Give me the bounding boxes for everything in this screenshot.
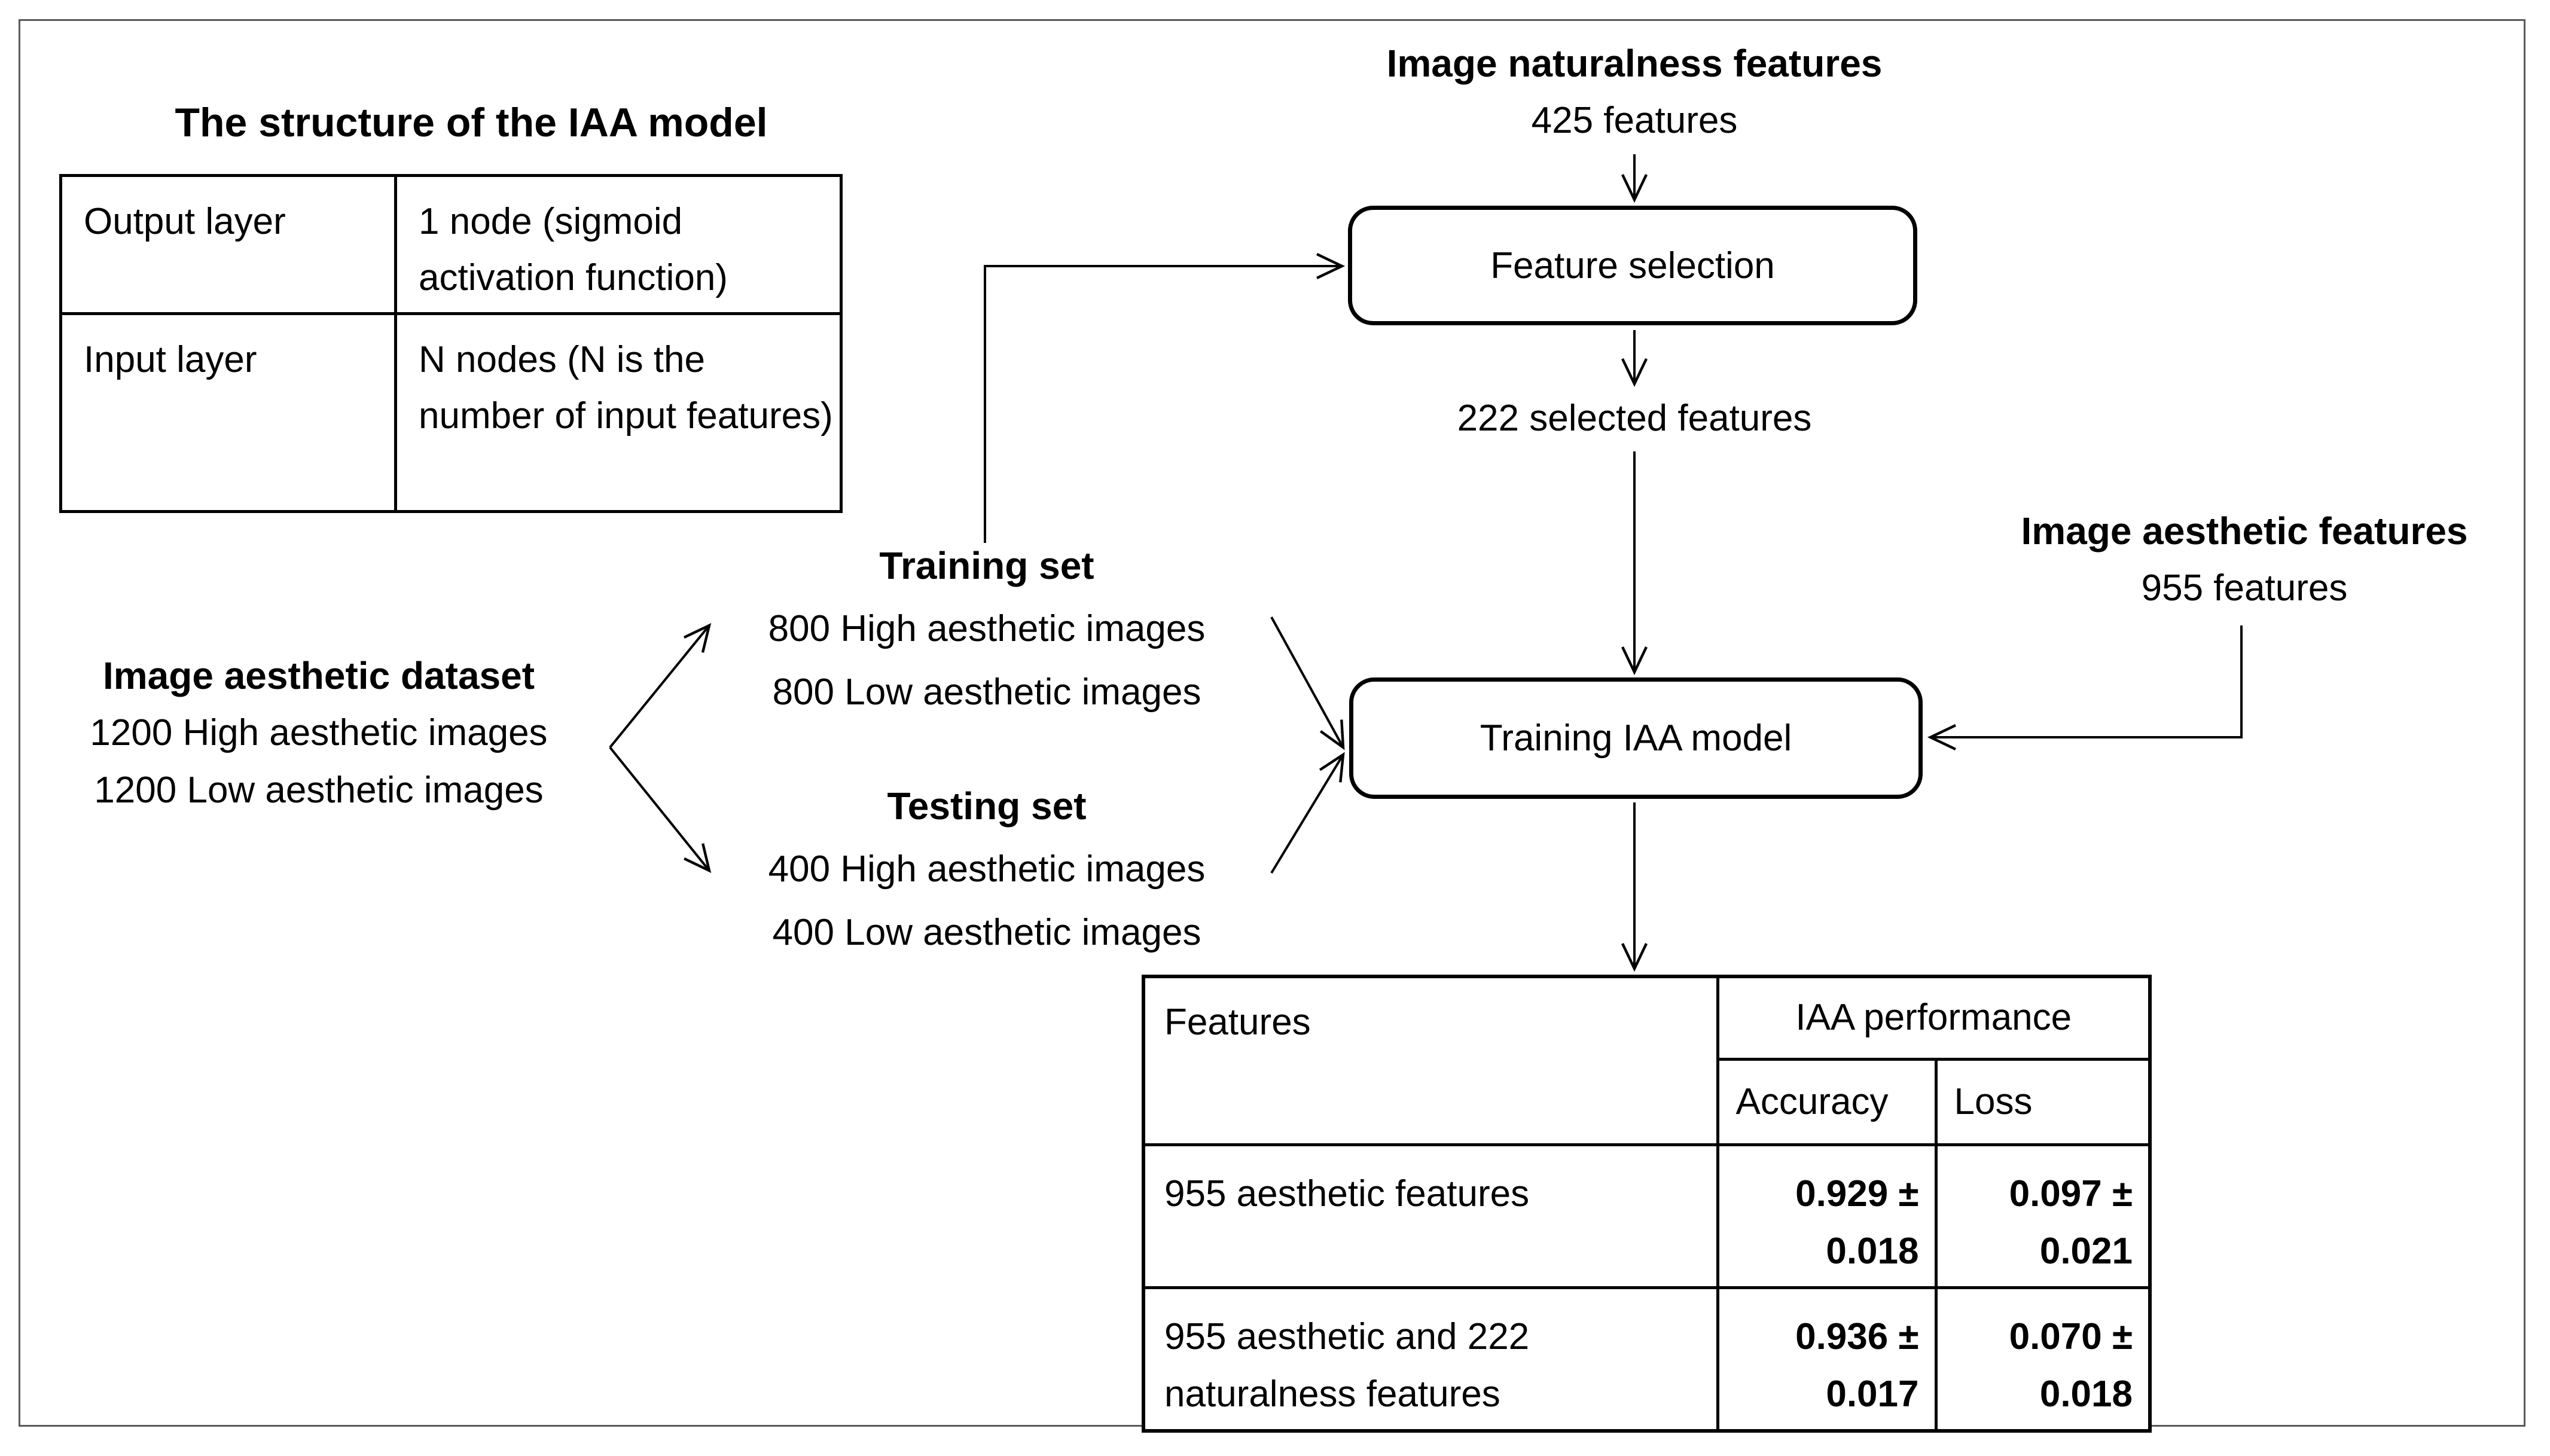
testing-set-label: Testing set 400 High aesthetic images 40… — [718, 774, 1256, 964]
results-header-accuracy: Accuracy — [1716, 1057, 1938, 1146]
structure-table-row-output: Output layer 1 node (sigmoid activation … — [59, 174, 843, 315]
testing-set-high-count: 400 High aesthetic images — [768, 848, 1206, 890]
arrow-training-set-to-feature-selection — [984, 253, 1346, 543]
training-set-label: Training set 800 High aesthetic images 8… — [718, 534, 1256, 724]
results-table-header-row: Features IAA performance — [1142, 975, 2152, 1146]
naturalness-features-label: Image naturalness features 425 features — [1305, 35, 1963, 149]
arrow-dataset-to-testing-set — [609, 746, 712, 873]
results-row1-accuracy: 0.929 ± 0.018 — [1716, 1143, 1938, 1289]
structure-row-input-label: Input layer — [59, 312, 397, 513]
naturalness-features-count: 425 features — [1531, 100, 1738, 141]
testing-set-low-count: 400 Low aesthetic images — [772, 912, 1201, 953]
aesthetic-dataset-low-count: 1200 Low aesthetic images — [94, 770, 544, 811]
structure-row-output-value: 1 node (sigmoid activation function) — [394, 174, 843, 315]
results-table-row-aesthetic: 955 aesthetic features 0.929 ± 0.018 0.0… — [1142, 1143, 2152, 1289]
results-table: Features IAA performance Accuracy Loss 9… — [1142, 975, 2152, 1433]
training-set-low-count: 800 Low aesthetic images — [772, 671, 1201, 713]
aesthetic-dataset-label: Image aesthetic dataset 1200 High aesthe… — [50, 647, 588, 819]
testing-set-title: Testing set — [887, 785, 1087, 828]
training-set-title: Training set — [879, 544, 1094, 587]
aesthetic-features-title: Image aesthetic features — [2021, 509, 2468, 553]
training-iaa-model-box-label: Training IAA model — [1480, 718, 1792, 759]
results-row1-features: 955 aesthetic features — [1142, 1143, 1719, 1289]
structure-table: Output layer 1 node (sigmoid activation … — [59, 174, 843, 513]
aesthetic-features-count: 955 features — [2141, 567, 2348, 609]
feature-selection-box-label: Feature selection — [1490, 245, 1775, 286]
arrow-dataset-to-training-set — [609, 623, 712, 749]
training-iaa-model-box: Training IAA model — [1349, 677, 1923, 799]
feature-selection-box: Feature selection — [1348, 206, 1917, 325]
selected-features-label: 222 selected features — [1365, 390, 1904, 447]
aesthetic-features-label: Image aesthetic features 955 features — [1945, 502, 2543, 617]
naturalness-features-title: Image naturalness features — [1386, 42, 1883, 85]
results-header-performance: IAA performance — [1716, 975, 2152, 1061]
arrow-training-set-to-training-box — [1270, 616, 1345, 750]
results-table-row-combined: 955 aesthetic and 222 naturalness featur… — [1142, 1286, 2152, 1432]
selected-features-text: 222 selected features — [1457, 398, 1812, 439]
results-row2-loss: 0.070 ± 0.018 — [1934, 1286, 2152, 1432]
structure-row-input-value: N nodes (N is the number of input featur… — [394, 312, 843, 513]
arrow-aesthetic-features-to-training-box — [1927, 625, 2243, 750]
aesthetic-dataset-high-count: 1200 High aesthetic images — [90, 712, 548, 753]
training-set-high-count: 800 High aesthetic images — [768, 608, 1206, 649]
results-header-features: Features — [1142, 975, 1719, 1146]
structure-table-row-input: Input layer N nodes (N is the number of … — [59, 312, 843, 513]
results-row1-loss: 0.097 ± 0.021 — [1934, 1143, 2152, 1289]
results-row2-features: 955 aesthetic and 222 naturalness featur… — [1142, 1286, 1719, 1432]
structure-row-output-label: Output layer — [59, 174, 397, 315]
results-row2-accuracy: 0.936 ± 0.017 — [1716, 1286, 1938, 1432]
results-table-subheader-row: Accuracy Loss — [1143, 1057, 2152, 1146]
results-header-loss: Loss — [1934, 1057, 2152, 1146]
aesthetic-dataset-title: Image aesthetic dataset — [102, 654, 535, 697]
structure-table-title: The structure of the IAA model — [175, 100, 768, 145]
arrow-testing-set-to-training-box — [1270, 752, 1345, 874]
